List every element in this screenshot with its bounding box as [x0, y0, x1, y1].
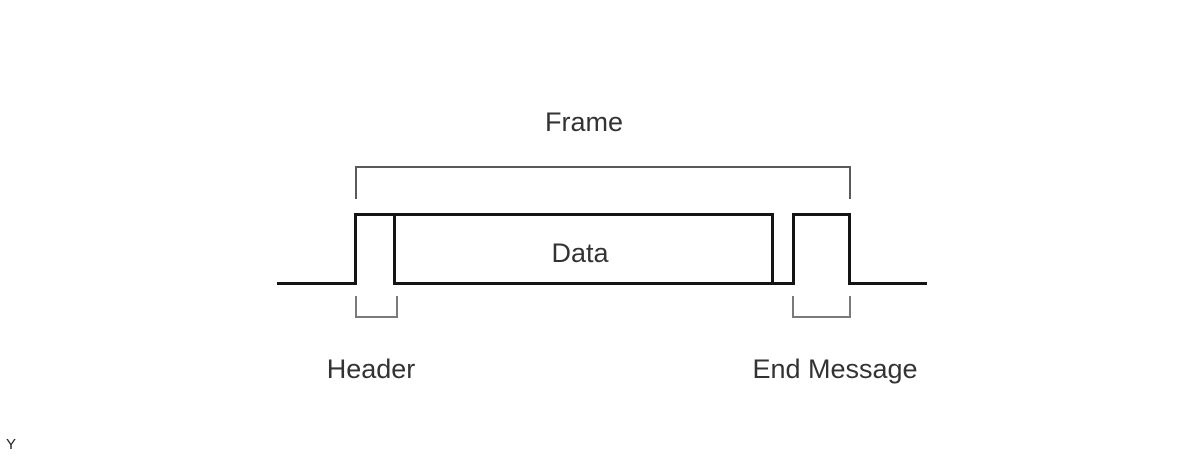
corner-y-label: Y	[6, 436, 17, 453]
end-message-label: End Message	[752, 354, 918, 384]
data-box-right-edge	[771, 213, 774, 285]
header-data-divider-edge	[393, 213, 396, 285]
header-under-brace	[355, 296, 398, 318]
signal-high-top-end-pulse	[792, 213, 851, 216]
signal-baseline-left	[277, 282, 357, 285]
frame-span-bracket	[355, 166, 851, 199]
end-pulse-falling-edge	[848, 213, 851, 285]
header-pulse-rising-edge	[354, 213, 357, 285]
signal-baseline-right	[848, 282, 927, 285]
signal-baseline-under-data-and-gap	[393, 282, 795, 285]
frame-label: Frame	[544, 107, 624, 137]
header-label: Header	[326, 354, 416, 384]
end-message-under-brace	[792, 296, 851, 318]
end-pulse-rising-edge	[792, 213, 795, 285]
signal-high-top-header-and-data	[354, 213, 774, 216]
data-label: Data	[551, 238, 609, 268]
